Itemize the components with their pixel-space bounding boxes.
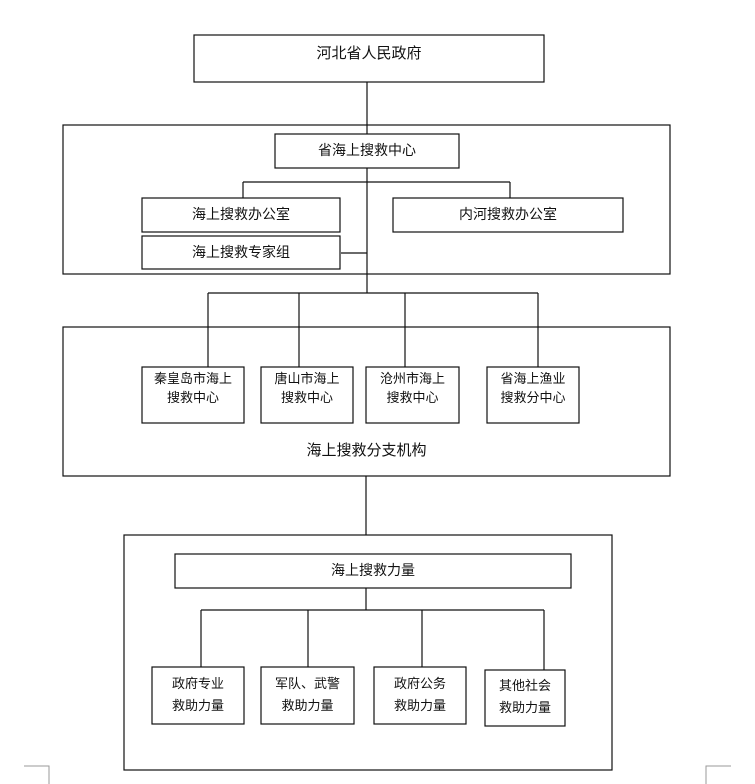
box-gov-professional: [151, 666, 245, 725]
box-expert-group: [141, 235, 341, 270]
corner-mark-right: [705, 765, 731, 784]
label-sar-forces: 海上搜救力量: [175, 554, 571, 588]
label-line: 海上搜救分支机构: [306, 441, 427, 459]
label-other-social: 其他社会 救助力量: [485, 670, 565, 726]
label-line: 沧州市海上: [379, 372, 445, 387]
label-line: 内河搜救办公室: [459, 207, 557, 223]
label-line: 搜救分中心: [500, 391, 566, 406]
label-line: 政府公务: [393, 676, 446, 692]
label-line: 唐山市海上: [274, 372, 340, 387]
box-fishery: [486, 366, 580, 424]
box-army-police: [260, 666, 355, 725]
label-army-police: 军队、武警 救助力量: [261, 667, 354, 724]
label-line: 省海上渔业: [500, 372, 566, 387]
box-sar-office: [141, 197, 341, 233]
corner-mark-left: [24, 765, 50, 784]
box-sar-center: [274, 133, 460, 169]
box-inland-office: [392, 197, 624, 233]
box-sar-forces: [174, 553, 572, 589]
box-provincial-government: [193, 34, 545, 83]
label-line: 秦皇岛市海上: [153, 372, 232, 387]
label-line: 省海上搜救中心: [318, 143, 416, 159]
label-expert-group: 海上搜救专家组: [142, 236, 340, 269]
force-group-frame: [123, 534, 613, 771]
label-fishery: 省海上渔业 搜救分中心: [487, 367, 579, 411]
label-qinhuangdao: 秦皇岛市海上 搜救中心: [142, 367, 244, 411]
connector-force-types: [200, 588, 545, 670]
box-cangzhou: [365, 366, 460, 424]
label-gov-public: 政府公务 救助力量: [374, 667, 466, 724]
label-line: 其他社会: [498, 679, 551, 694]
label-cangzhou: 沧州市海上 搜救中心: [366, 367, 459, 411]
box-other-social: [484, 669, 566, 727]
label-tangshan: 唐山市海上 搜救中心: [261, 367, 353, 411]
label-line: 救助力量: [171, 698, 224, 714]
label-line: 政府专业: [171, 676, 224, 692]
box-tangshan: [260, 366, 354, 424]
label-branch-agencies: 海上搜救分支机构: [63, 438, 670, 462]
label-provincial-government: 河北省人民政府: [194, 35, 544, 71]
label-inland-office: 内河搜救办公室: [393, 198, 623, 232]
label-line: 救助力量: [393, 698, 446, 714]
label-line: 军队、武警: [274, 676, 340, 692]
box-qinhuangdao: [141, 366, 245, 424]
label-line: 救助力量: [281, 698, 334, 714]
label-line: 搜救中心: [280, 391, 333, 406]
box-gov-public: [373, 666, 467, 725]
label-line: 救助力量: [498, 701, 551, 716]
label-line: 河北省人民政府: [316, 44, 422, 62]
label-gov-professional: 政府专业 救助力量: [152, 667, 244, 724]
connector-branches: [207, 292, 539, 367]
label-line: 搜救中心: [386, 391, 439, 406]
label-sar-office: 海上搜救办公室: [142, 198, 340, 232]
label-sar-center: 省海上搜救中心: [275, 134, 459, 168]
label-line: 海上搜救办公室: [192, 207, 290, 223]
label-line: 搜救中心: [166, 391, 219, 406]
connector-center-offices: [242, 168, 511, 293]
label-line: 海上搜救力量: [331, 563, 415, 579]
label-line: 海上搜救专家组: [192, 244, 290, 261]
